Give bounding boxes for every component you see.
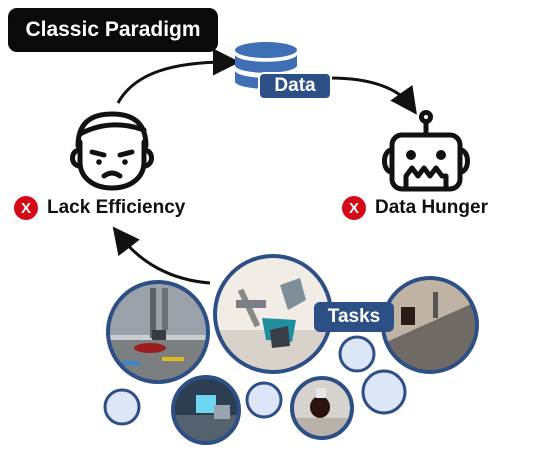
title-badge: Classic Paradigm <box>8 8 218 52</box>
data-pill: Data <box>258 72 332 100</box>
data-hunger-text: Data Hunger <box>375 197 488 218</box>
lack-efficiency-text: Lack Efficiency <box>47 197 186 218</box>
data-pill-label: Data <box>274 75 316 96</box>
task-image-cup <box>383 278 477 372</box>
arrow-data-to-robot <box>329 76 417 115</box>
title-text: Classic Paradigm <box>25 18 201 41</box>
arrow-tasks-to-face <box>112 226 211 285</box>
empty-task-circle <box>361 369 407 415</box>
empty-task-circle <box>338 335 376 373</box>
lack-efficiency-label: X Lack Efficiency <box>14 196 185 220</box>
task-image-robot-arm <box>108 282 208 382</box>
red-x-icon: X <box>342 196 366 220</box>
tasks-pill-label: Tasks <box>327 306 381 327</box>
red-x-icon: X <box>14 196 38 220</box>
data-hunger-label: X Data Hunger <box>342 196 488 220</box>
tasks-pill: Tasks <box>314 302 394 332</box>
arrow-face-to-data <box>116 48 240 104</box>
empty-task-circle <box>245 381 283 419</box>
task-image-gripper <box>215 256 331 372</box>
empty-task-circle <box>103 388 141 426</box>
